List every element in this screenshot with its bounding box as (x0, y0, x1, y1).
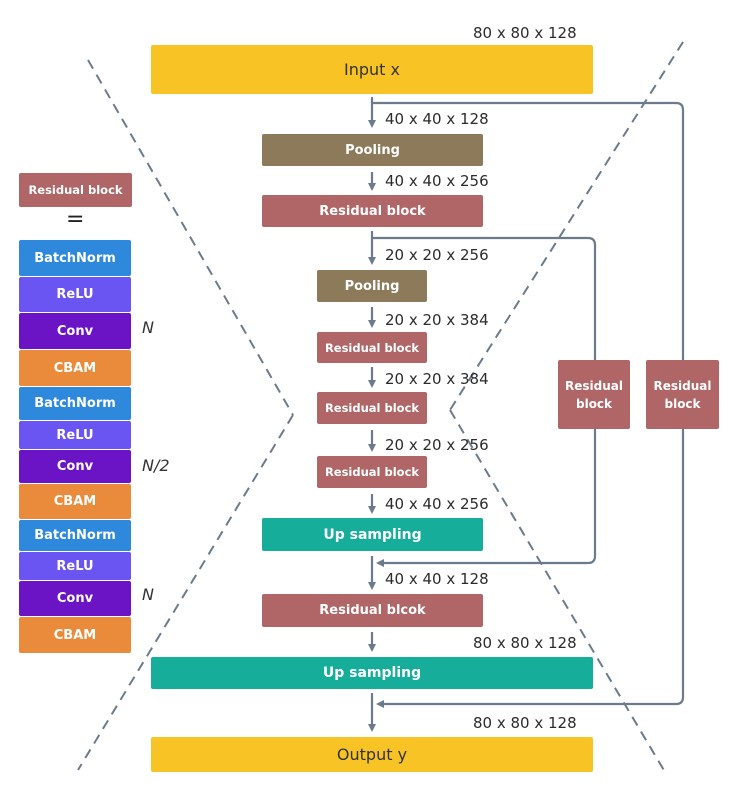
legend-residual-block: Residual block (19, 173, 132, 207)
output-box: Output y (151, 737, 593, 772)
legend-layer-conv-2: Conv (19, 450, 131, 483)
legend-layer-batchnorm-2: BatchNorm (19, 387, 131, 420)
legend-layer-label: ReLU (56, 287, 94, 302)
input-box: Input x (151, 45, 593, 94)
legend-layer-label: ReLU (56, 427, 94, 443)
dim-label-6: 20 x 20 x 256 (385, 436, 489, 454)
output-dim-label: 80 x 80 x 128 (473, 714, 577, 732)
dim-label-5: 20 x 20 x 384 (385, 370, 489, 388)
legend-multiplier-n-half: N/2 (142, 456, 170, 475)
legend-multiplier-n-2: N (142, 585, 154, 604)
residual-block-4-label: Residual block (324, 465, 420, 479)
legend-layer-label: CBAM (53, 627, 97, 643)
skip-residual-block-outer: Residual block (646, 360, 719, 429)
residual-block-5: Residual blcok (262, 594, 483, 627)
legend-layer-label: ReLU (56, 558, 94, 574)
input-dim-label: 80 x 80 x 128 (473, 24, 577, 42)
upsampling-block-1-label: Up sampling (323, 526, 422, 543)
residual-block-2: Residual block (317, 332, 427, 363)
upsampling-block-1: Up sampling (262, 518, 483, 551)
legend-layer-relu-2: ReLU (19, 421, 131, 449)
legend-layer-relu-3: ReLU (19, 552, 131, 580)
dim-label-8: 40 x 40 x 128 (385, 570, 489, 588)
legend-layer-label: BatchNorm (34, 528, 116, 543)
residual-block-1: Residual block (262, 195, 483, 227)
legend-layer-cbam-3: CBAM (19, 617, 131, 653)
legend-layer-label: Conv (56, 459, 94, 474)
legend-layer-batchnorm-3: BatchNorm (19, 520, 131, 551)
legend-layer-conv-3: Conv (19, 581, 131, 616)
skip-residual-block-inner: Residual block (558, 360, 630, 429)
legend-layer-batchnorm-1: BatchNorm (19, 240, 131, 276)
upsampling-block-2-label: Up sampling (322, 665, 422, 681)
dim-label-4: 20 x 20 x 384 (385, 311, 489, 329)
residual-block-4: Residual block (317, 456, 427, 488)
legend-layer-label: BatchNorm (34, 396, 116, 411)
legend-multiplier-n-1: N (142, 318, 154, 337)
dim-label-2: 40 x 40 x 256 (385, 172, 489, 190)
dim-label-1: 40 x 40 x 128 (385, 110, 489, 128)
output-label: Output y (336, 745, 408, 764)
legend-layer-label: Conv (56, 323, 94, 339)
dim-label-9: 80 x 80 x 128 (473, 634, 577, 652)
residual-block-2-label: Residual block (324, 340, 420, 355)
upsampling-block-2: Up sampling (151, 657, 593, 689)
residual-block-3-label: Residual block (324, 401, 420, 415)
dim-label-3: 20 x 20 x 256 (385, 246, 489, 264)
legend-layer-label: CBAM (53, 494, 97, 509)
legend-layer-cbam-1: CBAM (19, 350, 131, 386)
dim-label-7: 40 x 40 x 256 (385, 495, 489, 513)
legend-layer-conv-1: Conv (19, 313, 131, 349)
legend-layer-label: BatchNorm (34, 250, 116, 266)
pooling-block-1: Pooling (262, 134, 483, 166)
legend-residual-block-label: Residual block (28, 183, 123, 197)
legend-layer-cbam-2: CBAM (19, 484, 131, 519)
skip-residual-block-inner-label: Residual block (565, 378, 623, 411)
skip-residual-block-outer-label: Residual block (653, 378, 712, 411)
residual-block-3: Residual block (317, 392, 427, 424)
residual-block-1-label: Residual block (319, 203, 426, 219)
pooling-block-2: Pooling (317, 270, 427, 302)
residual-block-5-label: Residual blcok (319, 603, 426, 618)
legend-layer-label: CBAM (53, 360, 97, 376)
legend-layer-relu-1: ReLU (19, 277, 131, 312)
pooling-block-2-label: Pooling (344, 278, 400, 294)
legend-layer-label: Conv (56, 591, 94, 606)
pooling-block-1-label: Pooling (345, 142, 400, 158)
legend-equals: = (66, 207, 85, 232)
input-label: Input x (344, 60, 400, 79)
